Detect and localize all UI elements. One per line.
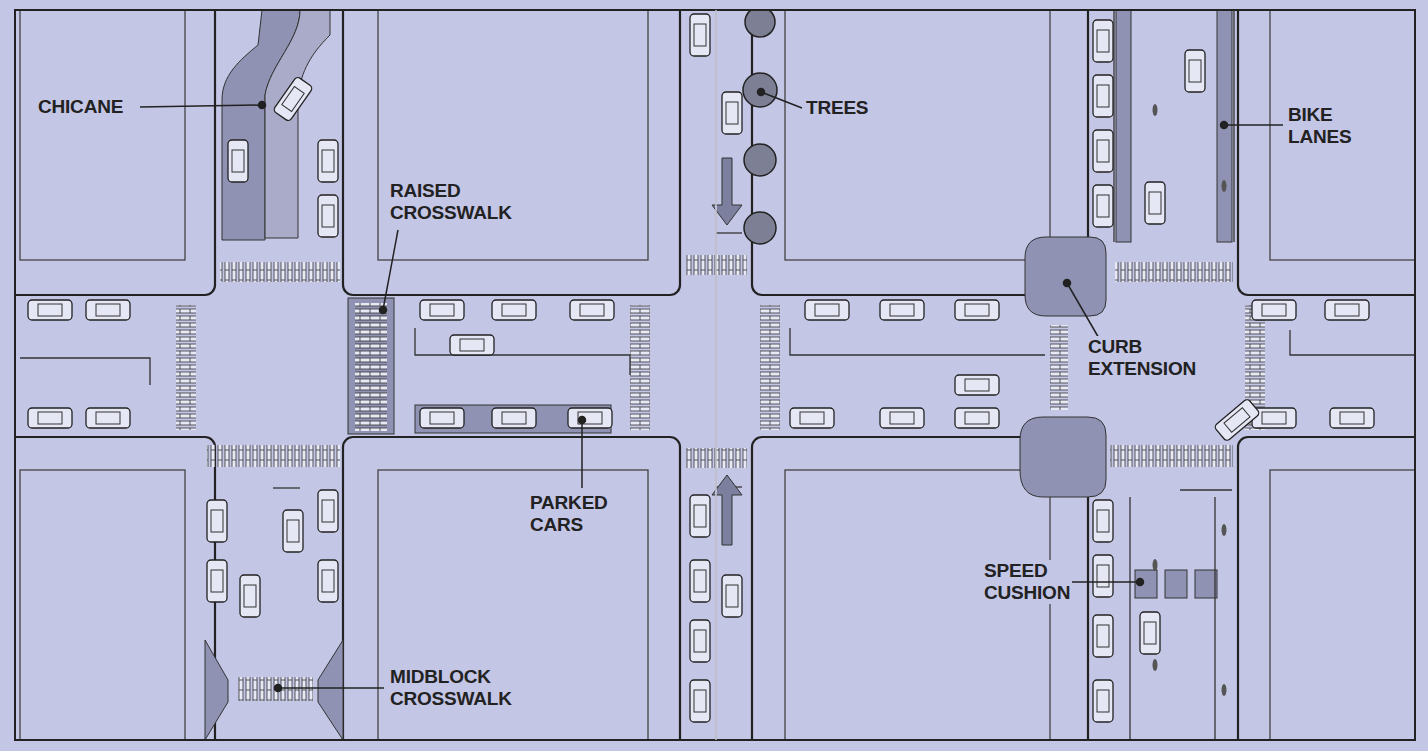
callout-label: RAISED CROSSWALK	[388, 180, 514, 224]
car	[207, 500, 227, 542]
car	[492, 300, 536, 320]
callout-label: CHICANE	[36, 96, 125, 118]
callout-label: MIDBLOCK CROSSWALK	[388, 666, 514, 710]
car	[722, 92, 742, 134]
curb-extension	[1020, 417, 1106, 497]
callout-label: SPEED CUSHION	[982, 560, 1072, 604]
car	[1093, 75, 1113, 117]
midblock-bulb	[205, 640, 228, 740]
car	[1325, 300, 1369, 320]
car	[283, 510, 303, 552]
car	[318, 140, 338, 182]
leader-lines	[140, 89, 1283, 692]
speed-cushion	[1195, 570, 1217, 598]
car	[1093, 680, 1113, 722]
car	[28, 300, 72, 320]
car	[568, 408, 612, 428]
car	[880, 408, 924, 428]
calming-features	[205, 10, 1232, 740]
car	[1185, 50, 1205, 92]
raised-crosswalk	[348, 298, 394, 434]
car	[955, 300, 999, 320]
car	[1252, 300, 1296, 320]
car	[1093, 615, 1113, 657]
car	[955, 408, 999, 428]
car	[228, 140, 248, 182]
page-fold	[715, 10, 717, 740]
car	[28, 408, 72, 428]
car	[805, 300, 849, 320]
car	[318, 195, 338, 237]
callout-label: PARKED CARS	[528, 492, 610, 536]
car	[420, 408, 464, 428]
lane-markings	[20, 10, 1415, 740]
car	[1093, 500, 1113, 542]
car	[955, 375, 999, 395]
car	[1093, 185, 1113, 227]
car	[690, 495, 710, 537]
speed-cushion	[1135, 570, 1157, 598]
car	[240, 575, 260, 617]
car	[722, 575, 742, 617]
car	[318, 560, 338, 602]
car	[1093, 555, 1113, 597]
car	[690, 680, 710, 722]
map-area	[15, 10, 1415, 740]
city-blocks	[15, 10, 1415, 740]
bike-lane	[1217, 10, 1232, 242]
bike-lane	[1116, 10, 1131, 242]
car	[690, 14, 710, 56]
callout-label: CURB EXTENSION	[1086, 336, 1198, 380]
car	[880, 300, 924, 320]
car	[1140, 612, 1160, 654]
car	[690, 620, 710, 662]
car	[790, 408, 834, 428]
car	[450, 335, 494, 355]
car	[207, 560, 227, 602]
car	[1330, 408, 1374, 428]
car	[1093, 20, 1113, 62]
car	[570, 300, 614, 320]
car	[420, 300, 464, 320]
car	[86, 408, 130, 428]
trees	[743, 10, 777, 244]
block-inner-lines	[20, 10, 1415, 740]
crosswalks	[176, 255, 1265, 701]
cars	[28, 14, 1374, 722]
car	[273, 76, 313, 122]
car	[1093, 130, 1113, 172]
curb-extension	[1025, 237, 1106, 316]
callout-label: TREES	[804, 97, 870, 119]
frame	[15, 10, 1415, 740]
car	[1214, 398, 1261, 442]
car	[86, 300, 130, 320]
callout-label: BIKE LANES	[1286, 104, 1353, 148]
car	[492, 408, 536, 428]
car	[690, 560, 710, 602]
midblock-bulb	[318, 640, 343, 740]
speed-cushion	[1165, 570, 1187, 598]
car	[1145, 182, 1165, 224]
car	[318, 490, 338, 532]
